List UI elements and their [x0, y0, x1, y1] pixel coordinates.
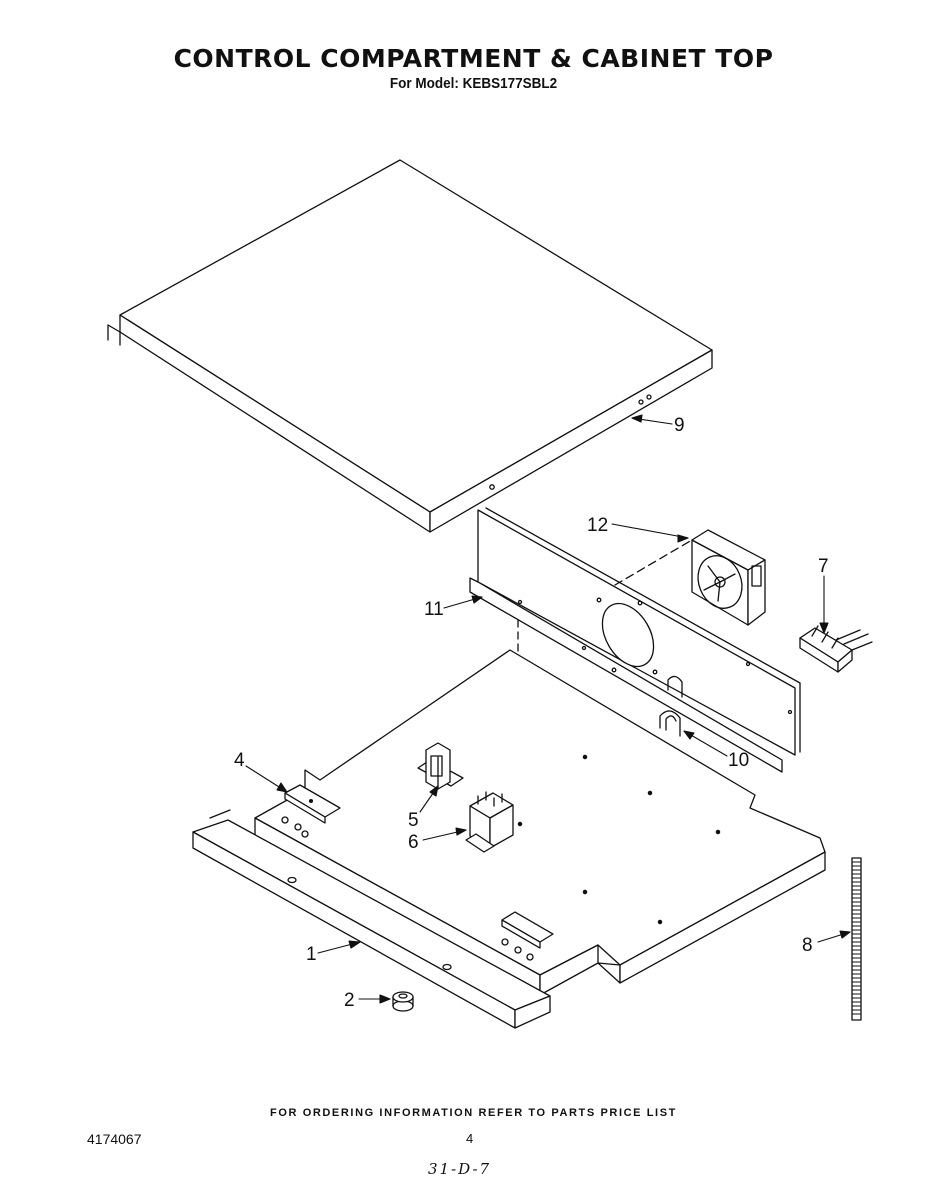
part-11-rear-panel — [469, 507, 801, 773]
callout-5: 5 — [408, 810, 419, 831]
part-1-front-trim — [192, 809, 551, 1029]
handwritten-note: 31-D-7 — [428, 1160, 492, 1178]
part-9-cabinet-top — [107, 159, 713, 533]
part-8-wire-harness — [851, 857, 862, 1021]
callout-1: 1 — [306, 944, 317, 965]
callout-6: 6 — [408, 832, 419, 853]
callout-2: 2 — [344, 990, 355, 1011]
front-plate — [501, 911, 554, 949]
part-7-terminal-block — [799, 625, 873, 673]
control-compartment-base — [254, 649, 826, 996]
diagram-title: CONTROL COMPARTMENT & CABINET TOP — [173, 44, 774, 73]
part-5-transformer — [417, 742, 464, 790]
model-subtitle: For Model: KEBS177SBL2 — [389, 75, 558, 92]
ordering-note: FOR ORDERING INFORMATION REFER TO PARTS … — [270, 1107, 677, 1119]
callout-11: 11 — [424, 599, 444, 620]
callout-labels: 9 12 11 7 10 4 5 6 1 2 8 — [234, 415, 829, 1011]
part-10-clip — [659, 710, 681, 737]
callout-7: 7 — [818, 556, 829, 577]
document-number: 4174067 — [87, 1131, 142, 1147]
part-12-fan — [614, 529, 766, 626]
part-4-bracket — [284, 784, 341, 824]
page-number: 4 — [466, 1131, 474, 1146]
callout-12: 12 — [587, 515, 608, 536]
callout-8: 8 — [802, 935, 813, 956]
part-2-bumper — [392, 991, 414, 1012]
callout-4: 4 — [234, 750, 245, 771]
callout-10: 10 — [728, 750, 749, 771]
leader-lines — [245, 414, 851, 1004]
part-6-relay — [465, 791, 514, 853]
callout-9: 9 — [674, 415, 685, 436]
